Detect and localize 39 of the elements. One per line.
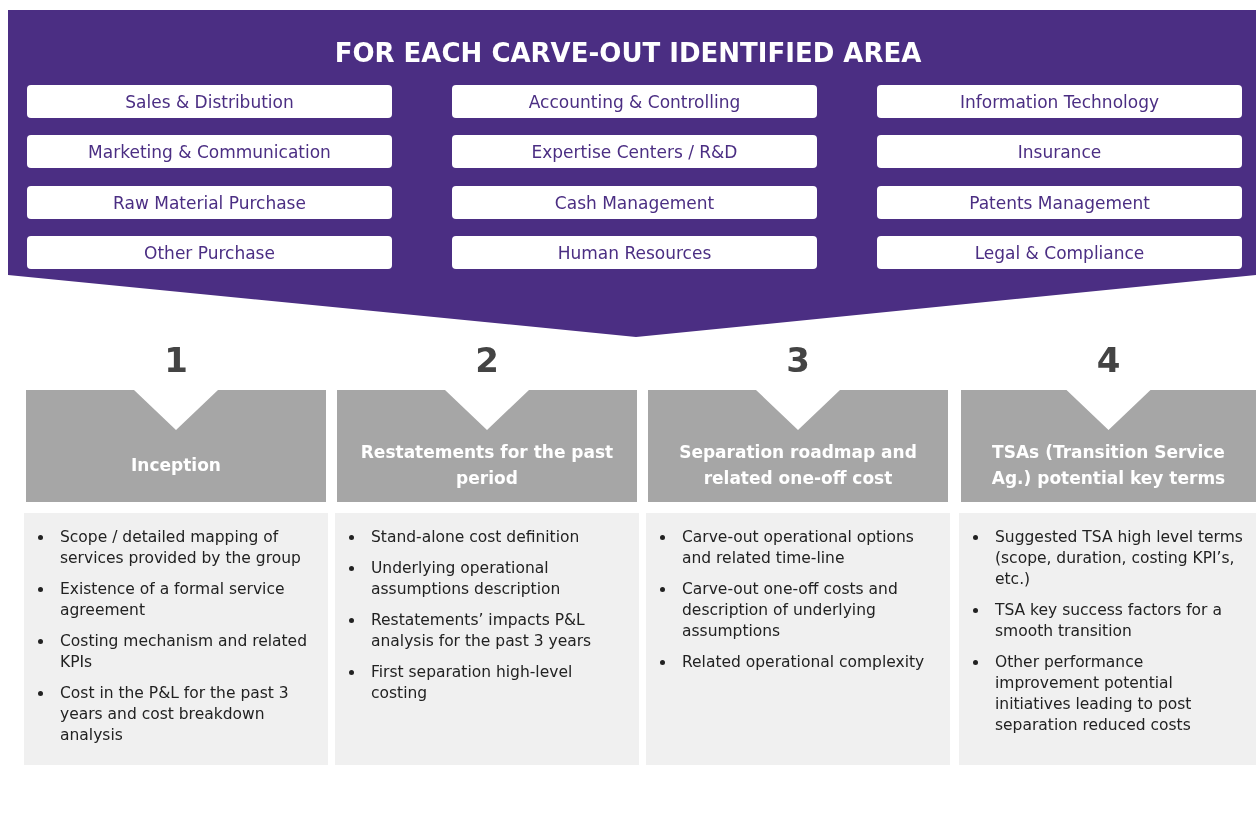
bullet-panel bbox=[959, 513, 1256, 765]
bullet-panel bbox=[24, 513, 328, 765]
area-tag: Legal & Compliance bbox=[877, 236, 1242, 269]
area-tag: Other Purchase bbox=[27, 236, 392, 269]
bullet-item: Suggested TSA high level terms (scope, duration, costing KPI’s, etc.) bbox=[995, 528, 1243, 588]
bullet-item: Stand-alone cost definition bbox=[371, 528, 580, 546]
bullet-item: Underlying operational assumptions description bbox=[371, 559, 561, 598]
area-tag: Human Resources bbox=[452, 236, 817, 269]
area-tag: Insurance bbox=[877, 135, 1242, 168]
header-title: Inception bbox=[130, 454, 222, 477]
bullet-panel bbox=[646, 513, 950, 765]
area-tag: Marketing & Communication bbox=[27, 135, 392, 168]
bullet-item: Other performance improvement potential initiatives leading to post separation reduced costs bbox=[995, 653, 1192, 734]
bullet-item: Related operational complexity bbox=[682, 653, 925, 671]
bullet-item: Cost in the P&L for the past 3 years and cost breakdown analysis bbox=[60, 684, 289, 744]
bullet-item: TSA key success factors for a smooth transition bbox=[995, 601, 1222, 640]
area-tag: Accounting & Controlling bbox=[452, 85, 817, 118]
header-title: Separation roadmap and related one-off cost bbox=[678, 441, 918, 490]
bullet-item: First separation high-level costing bbox=[371, 663, 573, 702]
step-number: 3 bbox=[785, 340, 811, 380]
bullet-item: Carve-out operational options and related time-line bbox=[682, 528, 914, 567]
header-title: TSAs (Transition Service Ag.) potential key terms bbox=[990, 441, 1227, 490]
bullet-item: Existence of a formal service agreement bbox=[60, 580, 285, 619]
step-number: 1 bbox=[163, 340, 189, 380]
area-tag: Patents Management bbox=[877, 186, 1242, 219]
bullet-item: Carve-out one-off costs and description of underlying assumptions bbox=[682, 580, 898, 640]
area-tag: Information Technology bbox=[877, 85, 1242, 118]
bullet-panel bbox=[335, 513, 639, 765]
bullet-item: Scope / detailed mapping of services provided by the group bbox=[60, 528, 301, 567]
step-number: 2 bbox=[474, 340, 500, 380]
bullet-item: Restatements’ impacts P&L analysis for the past 3 years bbox=[371, 611, 592, 650]
bullet-item: Costing mechanism and related KPIs bbox=[60, 632, 307, 671]
area-tag: Sales & Distribution bbox=[27, 85, 392, 118]
area-tag: Raw Material Purchase bbox=[27, 186, 392, 219]
area-tag: Expertise Centers / R&D bbox=[452, 135, 817, 168]
banner-title: FOR EACH CARVE-OUT IDENTIFIED AREA bbox=[333, 38, 923, 68]
area-tag: Cash Management bbox=[452, 186, 817, 219]
header-title: Restatements for the past period bbox=[359, 441, 615, 490]
step-number: 4 bbox=[1095, 340, 1122, 380]
